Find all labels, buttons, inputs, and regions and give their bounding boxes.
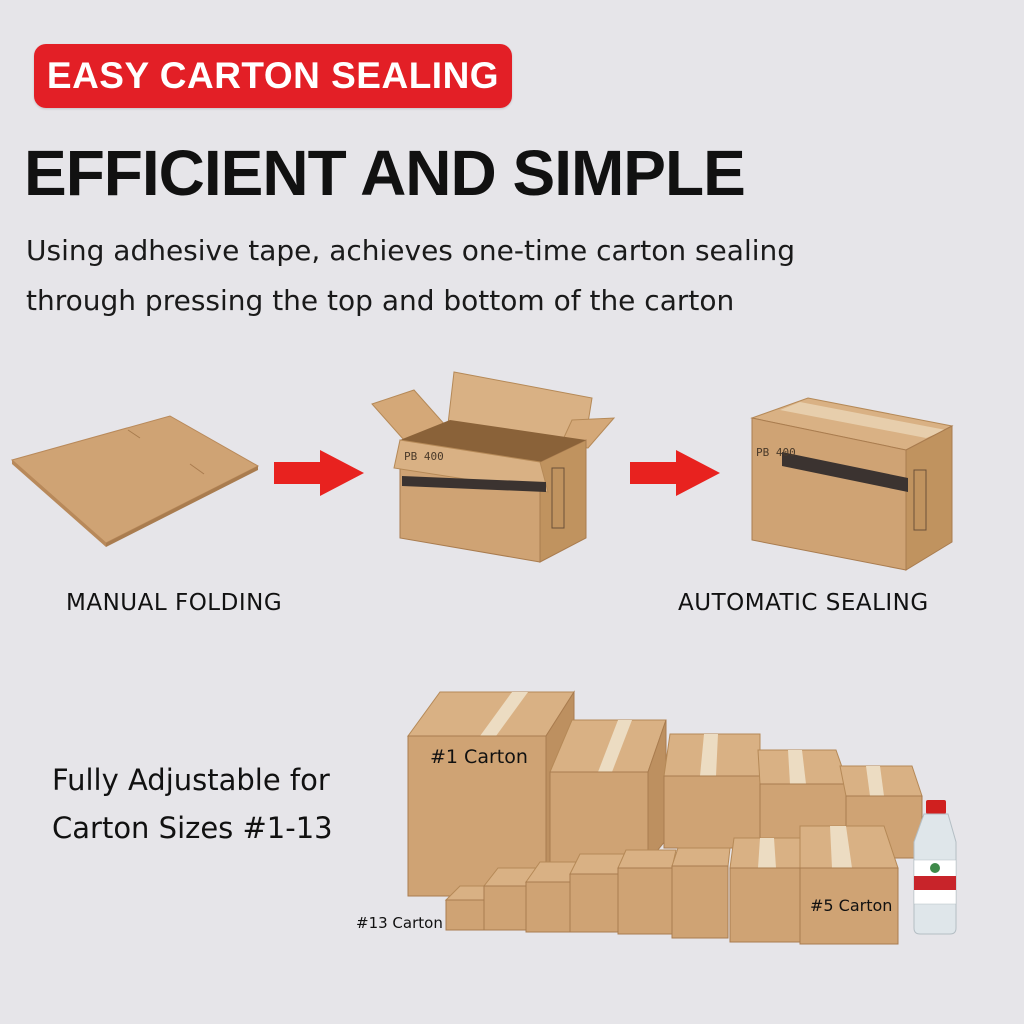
automatic-sealing-label: AUTOMATIC SEALING	[678, 590, 929, 616]
adjustable-line-2: Carton Sizes #1-13	[52, 811, 333, 845]
carton-box-13	[444, 885, 487, 931]
carton-label-13: #13 Carton	[356, 914, 443, 932]
carton-size-lineup	[407, 690, 957, 945]
open-carton-box: PB 400	[371, 371, 616, 563]
carton-box-6	[799, 825, 899, 945]
arrow-right-icon-2	[630, 450, 720, 496]
flat-cardboard-sheet	[10, 415, 260, 547]
description-line-1: Using adhesive tape, achieves one-time c…	[26, 234, 796, 267]
carton-box-7	[729, 837, 807, 943]
carton-box-2	[549, 719, 667, 864]
description: Using adhesive tape, achieves one-time c…	[26, 226, 886, 326]
manual-folding-label: MANUAL FOLDING	[66, 590, 283, 616]
easy-carton-sealing-badge: EASY CARTON SEALING	[34, 44, 512, 108]
carton-box-3	[663, 733, 761, 849]
sealed-box-print: PB 400	[756, 446, 796, 459]
adjustable-sizes-text: Fully Adjustable for Carton Sizes #1-13	[52, 756, 333, 852]
open-box-print: PB 400	[404, 450, 444, 463]
description-line-2: through pressing the top and bottom of t…	[26, 284, 735, 317]
carton-box-8	[671, 847, 731, 939]
carton-box-9	[617, 849, 677, 935]
carton-label-1: #1 Carton	[430, 746, 528, 768]
sealed-carton-box: PB 400	[750, 397, 954, 571]
carton-label-5: #5 Carton	[810, 896, 893, 915]
water-bottle	[913, 800, 957, 935]
carton-box-12	[482, 867, 537, 931]
carton-box-11	[525, 861, 577, 933]
arrow-right-icon-1	[274, 450, 364, 496]
adjustable-line-1: Fully Adjustable for	[52, 763, 330, 797]
headline: EFFICIENT AND SIMPLE	[24, 137, 746, 209]
